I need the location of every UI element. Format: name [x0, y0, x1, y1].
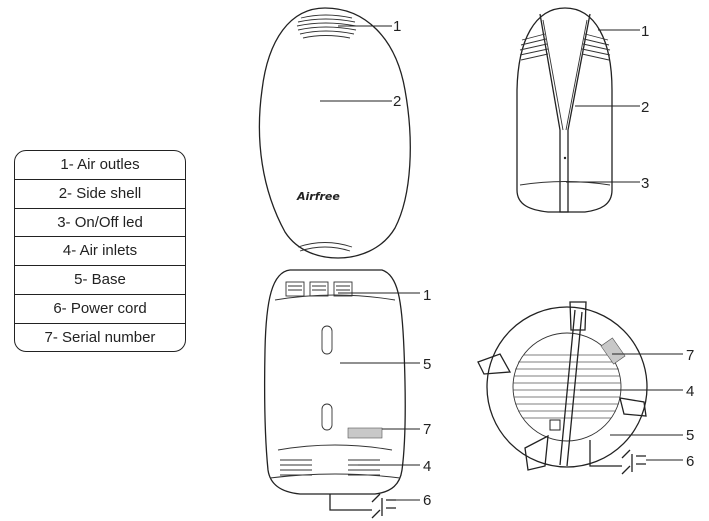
callout-round-6: 6 [686, 453, 694, 470]
round-center-rib [559, 309, 583, 467]
device-front-view: Airfree 1 2 [258, 7, 411, 259]
round-foot-left [477, 353, 512, 375]
callout-bottom-5: 5 [423, 356, 431, 373]
legend-item-air-inlets: 4- Air inlets [15, 237, 185, 267]
legend-item-power-cord: 6- Power cord [15, 295, 185, 324]
front-shell-outline [258, 7, 411, 259]
device-side-view: 1 2 3 [516, 7, 649, 213]
callout-side-2: 2 [641, 99, 649, 116]
legend-item-base: 5- Base [15, 266, 185, 295]
round-base-outline [486, 306, 648, 468]
front-air-outlet-grille [296, 14, 357, 39]
base-outline [263, 269, 406, 495]
callout-front-2: 2 [393, 93, 401, 110]
callout-bottom-6: 6 [423, 492, 431, 509]
round-foot-bottom [524, 434, 549, 471]
base-top-air-outlets [285, 281, 353, 297]
callout-bottom-7: 7 [423, 421, 431, 438]
brand-logo: Airfree [296, 190, 340, 203]
power-cord [329, 494, 372, 511]
front-bottom-slot [297, 242, 353, 248]
legend-item-on-off-led: 3- On/Off led [15, 209, 185, 238]
callout-round-4: 4 [686, 383, 694, 400]
callout-front-1: 1 [393, 18, 401, 35]
round-foot-right [619, 397, 647, 417]
side-shell-band [539, 13, 591, 213]
legend-item-side-shell: 2- Side shell [15, 180, 185, 209]
callout-round-5: 5 [686, 427, 694, 444]
legend-item-serial-number: 7- Serial number [44, 328, 156, 346]
side-air-outlet-grille-left [519, 33, 549, 61]
callout-side-1: 1 [641, 23, 649, 40]
callout-bottom-1: 1 [423, 287, 431, 304]
side-air-outlet-grille-right [581, 33, 611, 61]
legend-item-air-outlets: 1- Air outles [15, 151, 185, 180]
parts-legend: 1- Air outles 2- Side shell 3- On/Off le… [14, 150, 186, 352]
round-foot-top [569, 301, 587, 331]
callout-bottom-4: 4 [423, 458, 431, 475]
device-bottom-view: 1 5 7 4 6 [263, 269, 431, 519]
callout-side-3: 3 [641, 175, 649, 192]
round-serial-number-label [600, 337, 626, 365]
base-air-inlets [280, 459, 380, 476]
base-slot-upper [321, 325, 333, 355]
serial-number-label [347, 427, 383, 439]
device-round-base-view: 7 4 5 6 [477, 301, 694, 475]
base-slot-lower [321, 403, 333, 431]
callout-round-7: 7 [686, 347, 694, 364]
round-power-cord [589, 440, 622, 467]
